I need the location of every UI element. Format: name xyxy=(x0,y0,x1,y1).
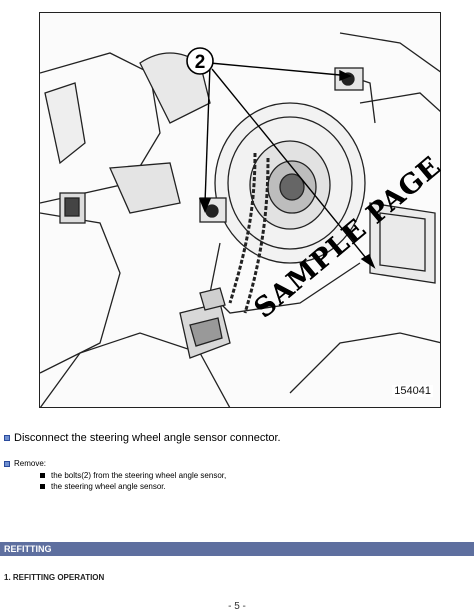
callout-circle xyxy=(186,47,214,75)
list-item-text: the bolts(2) from the steering wheel ang… xyxy=(51,471,227,480)
step-disconnect: Disconnect the steering wheel angle sens… xyxy=(4,432,281,444)
list-item: the bolts(2) from the steering wheel ang… xyxy=(40,470,226,481)
square-bullet-icon xyxy=(40,473,45,478)
figure-reference-number: 154041 xyxy=(392,385,433,397)
steering-column-drawing: 2 xyxy=(40,32,440,407)
remove-list: the bolts(2) from the steering wheel ang… xyxy=(40,470,226,492)
step-remove: Remove: xyxy=(4,459,46,468)
list-item-text: the steering wheel angle sensor. xyxy=(51,482,166,491)
section-header-refitting: REFITTING xyxy=(0,542,474,556)
subsection-title: 1. REFITTING OPERATION xyxy=(4,573,105,582)
technical-illustration: 2 154041 xyxy=(39,12,441,408)
page-number: - 5 - xyxy=(228,601,246,612)
bullet-icon xyxy=(4,460,10,467)
callout-label: 2 xyxy=(195,52,206,73)
bullet-icon xyxy=(4,435,10,441)
list-item: the steering wheel angle sensor. xyxy=(40,481,226,492)
square-bullet-icon xyxy=(40,484,45,489)
step-remove-label: Remove: xyxy=(14,459,47,468)
step-disconnect-text: Disconnect the steering wheel angle sens… xyxy=(14,432,281,444)
